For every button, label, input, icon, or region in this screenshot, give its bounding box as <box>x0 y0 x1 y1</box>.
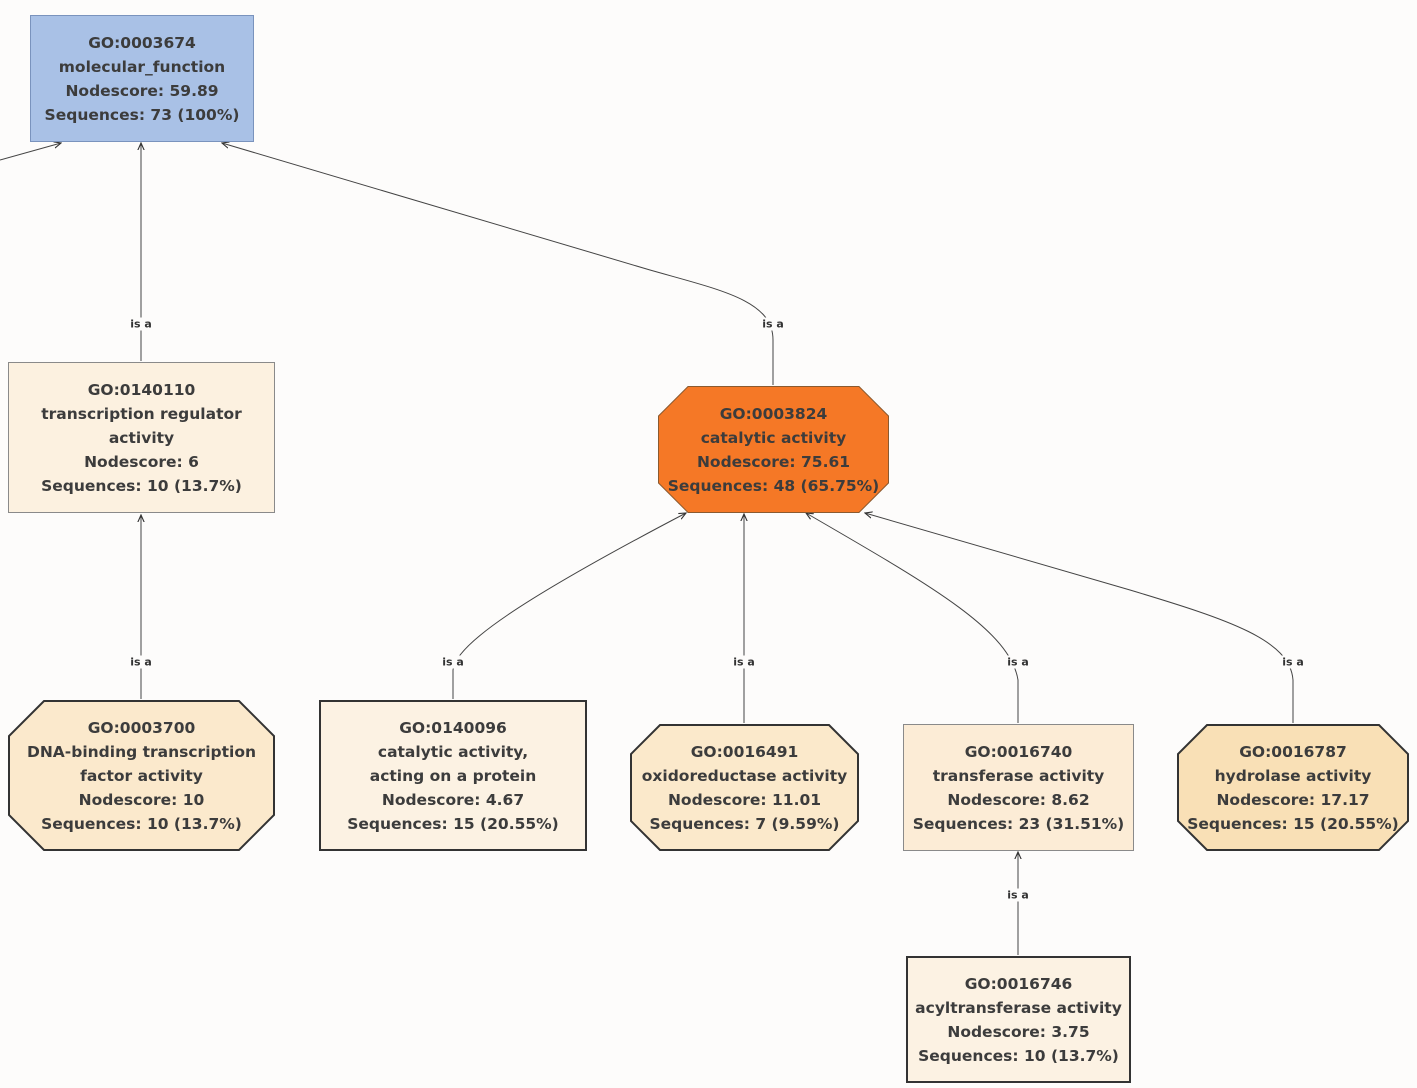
edge-label: is a <box>1281 655 1305 669</box>
node-sequences: Sequences: 10 (13.7%) <box>918 1046 1119 1065</box>
edge-catalytic-on-protein-to-catalytic <box>452 513 686 699</box>
node-go-id: GO:0140110 <box>87 380 196 399</box>
node-name: factor activity <box>80 766 203 785</box>
node-go-id: GO:0003700 <box>87 718 196 737</box>
node-nodescore: Nodescore: 75.61 <box>696 452 851 471</box>
node-go-id: GO:0003824 <box>719 404 828 423</box>
node-sequences: Sequences: 10 (13.7%) <box>41 814 242 833</box>
edge-label: is a <box>1006 655 1030 669</box>
edge-label: is a <box>732 655 756 669</box>
node-sequences: Sequences: 15 (20.55%) <box>1187 814 1399 833</box>
node-sequences: Sequences: 73 (100%) <box>44 105 240 124</box>
node-name: acyltransferase activity <box>915 998 1122 1017</box>
node-name: transcription regulator <box>41 404 242 423</box>
node-transferase[interactable]: GO:0016740 transferase activity Nodescor… <box>903 724 1134 851</box>
node-nodescore: Nodescore: 59.89 <box>65 81 219 100</box>
node-name: hydrolase activity <box>1214 766 1372 785</box>
node-name: activity <box>108 428 175 447</box>
node-name: oxidoreductase activity <box>641 766 848 785</box>
node-nodescore: Nodescore: 17.17 <box>1216 790 1370 809</box>
node-transcription-regulator[interactable]: GO:0140110 transcription regulator activ… <box>8 362 275 513</box>
node-name: acting on a protein <box>369 766 537 785</box>
node-go-id: GO:0003674 <box>88 33 196 52</box>
octagon-shape <box>1177 724 1409 851</box>
edge-label: is a <box>129 655 153 669</box>
node-go-id: GO:0016746 <box>964 974 1073 993</box>
octagon-shape <box>630 724 859 851</box>
edge-catalytic-to-molecular-function <box>222 143 774 385</box>
node-sequences: Sequences: 15 (20.55%) <box>347 814 559 833</box>
octagon-shape <box>8 700 275 851</box>
edge-label: is a <box>761 317 785 331</box>
edge-hydrolase-to-catalytic <box>865 513 1294 723</box>
node-name: molecular_function <box>58 57 226 76</box>
node-catalytic-on-protein[interactable]: GO:0140096 catalytic activity, acting on… <box>319 700 587 851</box>
node-go-id: GO:0140096 <box>399 718 507 737</box>
node-nodescore: Nodescore: 11.01 <box>667 790 822 809</box>
node-go-id: GO:0016787 <box>1239 742 1347 761</box>
node-nodescore: Nodescore: 8.62 <box>947 790 1090 809</box>
edge-label: is a <box>129 317 153 331</box>
node-go-id: GO:0016740 <box>964 742 1073 761</box>
node-name: transferase activity <box>932 766 1105 785</box>
node-sequences: Sequences: 10 (13.7%) <box>41 476 242 495</box>
node-sequences: Sequences: 7 (9.59%) <box>649 814 840 833</box>
node-nodescore: Nodescore: 3.75 <box>947 1022 1090 1041</box>
edge-label: is a <box>441 655 465 669</box>
node-nodescore: Nodescore: 10 <box>78 790 205 809</box>
node-hydrolase[interactable]: GO:0016787 hydrolase activity Nodescore:… <box>1177 724 1409 851</box>
edge-offscreen <box>0 143 61 161</box>
node-catalytic-activity[interactable]: GO:0003824 catalytic activity Nodescore:… <box>658 386 889 513</box>
node-sequences: Sequences: 48 (65.75%) <box>667 476 880 495</box>
node-acyltransferase[interactable]: GO:0016746 acyltransferase activity Node… <box>906 956 1131 1083</box>
node-nodescore: Nodescore: 6 <box>84 452 199 471</box>
edge-label: is a <box>1006 888 1030 902</box>
node-name: DNA-binding transcription <box>26 742 257 761</box>
node-name: catalytic activity, <box>377 742 529 761</box>
node-oxidoreductase[interactable]: GO:0016491 oxidoreductase activity Nodes… <box>630 724 859 851</box>
node-sequences: Sequences: 23 (31.51%) <box>912 814 1125 833</box>
node-nodescore: Nodescore: 4.67 <box>381 790 525 809</box>
octagon-shape <box>658 386 889 513</box>
node-molecular-function[interactable]: GO:0003674 molecular_function Nodescore:… <box>30 15 254 142</box>
node-dna-binding[interactable]: GO:0003700 DNA-binding transcription fac… <box>8 700 275 851</box>
edge-transferase-to-catalytic <box>806 513 1019 723</box>
node-name: catalytic activity <box>700 428 847 447</box>
node-go-id: GO:0016491 <box>690 742 799 761</box>
